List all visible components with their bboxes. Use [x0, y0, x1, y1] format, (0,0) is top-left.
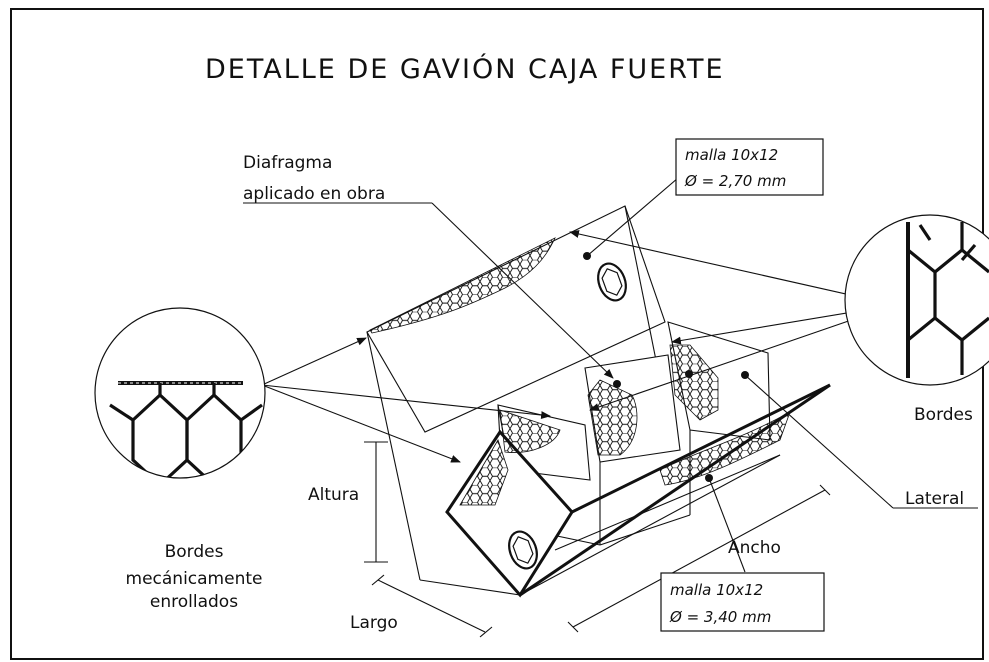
hex-opening-icon [508, 262, 627, 570]
label-bordes-right: Bordes [914, 405, 973, 425]
label-bordes-mec-1: Bordes [165, 542, 224, 562]
label-bordes-mec-3: enrollados [150, 592, 238, 612]
callout-bottom-line1: malla 10x12 [670, 581, 763, 599]
callout-bottom-line2: Ø = 3,40 mm [669, 608, 771, 626]
label-bordes-mec-2: mecánicamente [126, 569, 263, 589]
detail-circle-right [844, 214, 989, 386]
label-diafragma-2: aplicado en obra [243, 184, 385, 204]
label-altura: Altura [308, 485, 359, 505]
callout-top-line1: malla 10x12 [685, 146, 778, 164]
diagram-title: DETALLE DE GAVIÓN CAJA FUERTE [205, 53, 725, 85]
label-diafragma-1: Diafragma [243, 153, 332, 173]
gabion-box [366, 205, 831, 598]
detail-circle-left [94, 307, 266, 479]
leader-lines [243, 171, 978, 638]
label-largo: Largo [350, 613, 398, 633]
front-end-wall [445, 429, 574, 598]
callout-box-top: malla 10x12 Ø = 2,70 mm [675, 138, 824, 196]
label-lateral: Lateral [905, 489, 964, 509]
callout-top-line2: Ø = 2,70 mm [684, 172, 786, 190]
label-ancho: Ancho [728, 538, 781, 558]
mesh-texture [369, 237, 791, 506]
callout-box-bottom: malla 10x12 Ø = 3,40 mm [660, 572, 825, 632]
